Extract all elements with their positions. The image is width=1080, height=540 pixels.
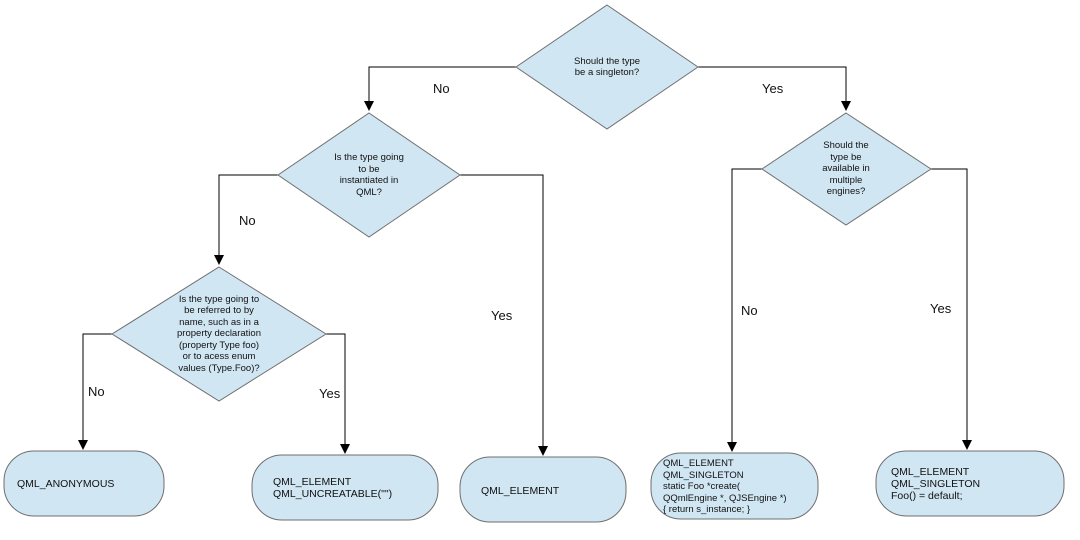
edge-label-instantiated-yes: Yes — [491, 308, 513, 323]
edge-instantiated-no — [214, 174, 278, 265]
terminal-uncreatable-shape — [251, 454, 439, 521]
decision-singleton: Should the type be a singleton? — [573, 55, 641, 79]
decision-referred-shape — [111, 266, 327, 402]
terminal-anonymous: QML_ANONYMOUS — [17, 478, 115, 490]
decision-instantiated-shape — [277, 112, 461, 238]
terminal-singleton-create-shape — [650, 452, 819, 520]
decision-singleton-shape — [515, 4, 699, 130]
decision-engines-shape — [761, 112, 932, 226]
terminal-uncreatable: QML_ELEMENT QML_UNCREATABLE("") — [273, 476, 393, 500]
edge-engines-no — [727, 168, 762, 452]
terminal-singleton-create: QML_ELEMENT QML_SINGLETON static Foo *cr… — [663, 458, 787, 516]
terminal-anonymous-shape — [3, 450, 165, 517]
edge-label-engines-yes: Yes — [930, 301, 952, 316]
edge-label-instantiated-no: No — [239, 213, 256, 228]
edge-instantiated-yes — [460, 174, 548, 456]
terminal-singleton-default-shape — [875, 450, 1065, 517]
decision-instantiated: Is the type going to be instantiated in … — [334, 152, 404, 198]
terminal-element-shape — [459, 456, 627, 523]
edge-referred-yes — [326, 333, 350, 454]
edge-label-singleton-yes: Yes — [762, 81, 784, 96]
terminals — [3, 450, 1065, 523]
edge-referred-no — [78, 333, 112, 450]
edge-label-singleton-no: No — [433, 81, 450, 96]
connectors — [78, 66, 972, 456]
terminal-element: QML_ELEMENT — [481, 485, 560, 497]
decisions — [111, 4, 932, 402]
edge-label-engines-no: No — [741, 303, 758, 318]
edge-engines-yes — [931, 168, 972, 450]
edge-label-referred-no: No — [88, 384, 105, 399]
decision-referred: Is the type going to be referred to by n… — [177, 293, 261, 374]
edge-singleton-yes — [698, 66, 851, 111]
edge-singleton-no — [364, 66, 516, 111]
edge-label-referred-yes: Yes — [319, 386, 341, 401]
terminal-singleton-default: QML_ELEMENT QML_SINGLETON Foo() = defaul… — [891, 466, 981, 502]
decision-multiple-engines: Should the type be available in multiple… — [822, 140, 870, 198]
